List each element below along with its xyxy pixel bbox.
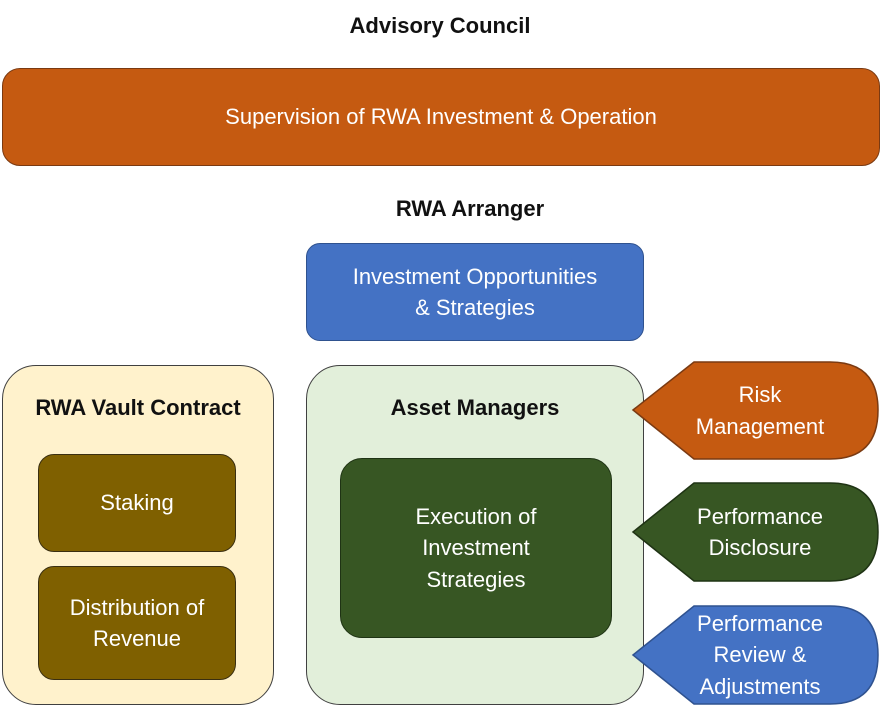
rwa-vault-contract-heading: RWA Vault Contract (35, 395, 241, 420)
distribution-line1: Distribution of (69, 594, 205, 620)
investment-opportunities-line1: Investment Opportunities (352, 263, 598, 289)
risk-line1: Risk (738, 382, 782, 408)
performance-review-tag-shape (631, 605, 879, 705)
risk-management-tag: Risk Management (660, 362, 860, 459)
execution-line1: Execution of (415, 504, 537, 530)
supervision-label: Supervision of RWA Investment & Operatio… (225, 104, 657, 130)
supervision-box: Supervision of RWA Investment & Operatio… (2, 68, 880, 166)
staking-box: Staking (38, 454, 236, 552)
distribution-of-revenue-box: Distribution of Revenue (38, 566, 236, 680)
risk-line2: Management (695, 413, 825, 439)
review-line3: Adjustments (699, 673, 821, 699)
staking-label: Staking (100, 490, 174, 516)
rwa-arranger-heading: RWA Arranger (395, 196, 545, 221)
performance-disclosure-tag-shape (631, 482, 879, 582)
review-line1: Performance (697, 611, 823, 637)
distribution-line2: Revenue (92, 626, 182, 651)
risk-management-tag-shape (631, 361, 879, 460)
asset-managers-heading: Asset Managers (390, 395, 560, 420)
disclosure-line2: Disclosure (708, 535, 812, 560)
performance-review-tag: Performance Review & Adjustments (660, 606, 860, 704)
disclosure-line1: Performance (697, 503, 823, 529)
performance-disclosure-tag: Performance Disclosure (660, 483, 860, 581)
investment-opportunities-line2: & Strategies (415, 295, 535, 320)
investment-opportunities-box: Investment Opportunities & Strategies (306, 243, 644, 341)
execution-line3: Strategies (426, 566, 526, 592)
execution-of-investment-strategies-box: Execution of Investment Strategies (340, 458, 612, 638)
execution-line2: Investment (422, 535, 530, 561)
review-line2: Review & (713, 642, 807, 668)
advisory-council-heading: Advisory Council (349, 13, 531, 38)
